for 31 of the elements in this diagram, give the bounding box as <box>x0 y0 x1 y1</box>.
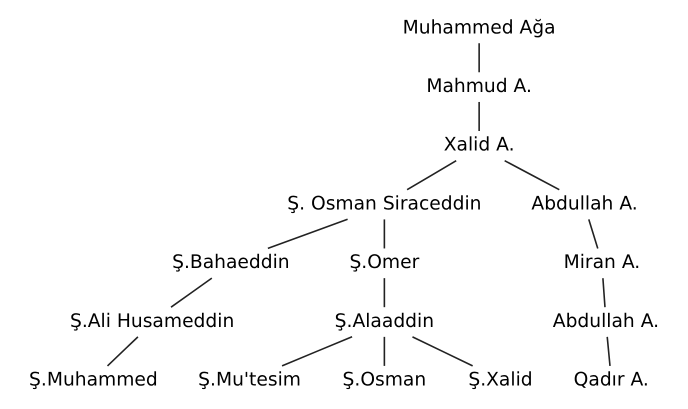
node-text: Miran A. <box>564 252 640 274</box>
connector <box>478 102 480 131</box>
node-text: Ş.Mu'tesim <box>198 370 301 391</box>
connector <box>478 43 480 72</box>
connector <box>406 160 457 190</box>
connector <box>412 336 473 367</box>
connector <box>170 277 212 308</box>
connector <box>282 336 352 367</box>
connector <box>384 219 386 248</box>
connector <box>268 218 348 250</box>
connector <box>384 336 386 366</box>
connector <box>588 219 599 249</box>
node-text: Muhammed Ağa <box>402 17 556 38</box>
node-text: Ş.Muhammed <box>29 370 158 391</box>
connector <box>602 278 606 308</box>
connector <box>504 160 560 190</box>
node-text: Ş.Omer <box>349 252 420 274</box>
node-text: Xalid A. <box>444 134 515 156</box>
connector <box>384 278 386 308</box>
connector <box>106 336 138 366</box>
node-text: Abdullah A. <box>552 310 660 332</box>
node-text: Ş.Xalid <box>468 370 533 391</box>
node-text: Ş. Osman Siraceddin <box>287 193 482 214</box>
connector <box>606 336 611 366</box>
node-text: Mahmud A. <box>426 76 532 97</box>
node-text: Abdullah A. <box>531 193 638 214</box>
node-text: Ş.Osman <box>342 370 426 391</box>
node-text: Qadır A. <box>574 370 649 391</box>
node-text: Ş.Ali Husameddin <box>70 310 234 332</box>
node-text: Ş.Alaaddin <box>334 310 434 332</box>
node-text: Ş.Bahaeddin <box>172 252 290 274</box>
